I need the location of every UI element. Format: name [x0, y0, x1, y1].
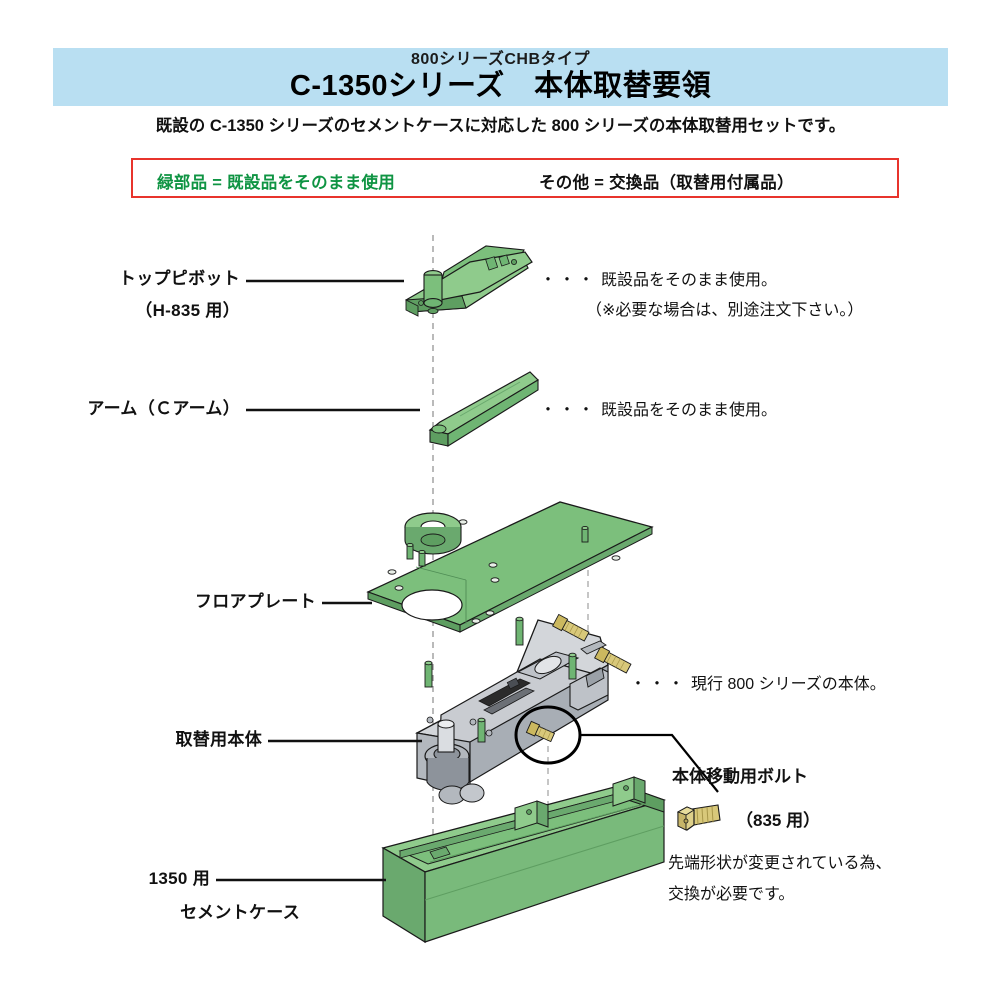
legend-box: 緑部品 = 既設品をそのまま使用 その他 = 交換品（取替用付属品） [131, 158, 899, 198]
callout-body-line2: 交換が必要です。 [668, 886, 795, 903]
callout-body-line1: 先端形状が変更されている為、 [668, 855, 892, 872]
note-dots-top-pivot: ・・・ [540, 272, 598, 289]
small-parts-group [438, 640, 607, 805]
callout-title-moving-bolt: 本体移動用ボルト [672, 767, 808, 786]
part-floor-plate-art [366, 501, 654, 633]
header-lead-text: 既設の C-1350 シリーズのセメントケースに対応した 800 シリーズの本体… [155, 117, 846, 135]
label-floor-plate: フロアプレート [194, 592, 316, 611]
note-dots-body: ・・・ [630, 676, 688, 693]
note-body-line1: ・・・現行 800 シリーズの本体。 [630, 672, 886, 698]
header-band: 800シリーズCHBタイプ C-1350シリーズ 本体取替要領 [53, 48, 948, 106]
label-top-pivot-line2: （H-835 用） [135, 301, 240, 320]
note-top-pivot-text1: 既設品をそのまま使用。 [601, 272, 778, 289]
label-replacement-body: 取替用本体 [175, 730, 262, 749]
callout-subtitle-835: （835 用） [736, 811, 821, 830]
label-cement-case-line2: セメントケース [180, 903, 300, 922]
callout-body-text: 先端形状が変更されている為、 交換が必要です。 [668, 848, 968, 910]
highlighted-moving-bolt [525, 720, 556, 743]
green-screws-body [424, 616, 577, 743]
green-screws-upper [406, 525, 589, 567]
moving-bolt-icon [676, 804, 721, 831]
label-cement-case-line1: 1350 用 [148, 869, 210, 888]
bolt-highlight-circle [514, 705, 582, 765]
part-top-pivot-art [405, 245, 533, 317]
part-ring-washer-art [404, 512, 462, 555]
brass-bolts-right [552, 613, 632, 674]
part-cement-case-art [381, 776, 667, 944]
note-dots-arm: ・・・ [540, 402, 598, 419]
note-arm-text1: 既設品をそのまま使用。 [601, 402, 778, 419]
page-title: C-1350シリーズ 本体取替要領 [289, 70, 712, 102]
legend-green-text: 緑部品 = 既設品をそのまま使用 [157, 174, 396, 192]
legend-other-text: その他 = 交換品（取替用付属品） [539, 174, 794, 192]
part-arm-art [428, 371, 539, 447]
header-subtitle: 800シリーズCHBタイプ [410, 51, 591, 68]
note-top-pivot-line2: （※必要な場合は、別途注文下さい。） [586, 302, 864, 319]
note-arm-line1: ・・・既設品をそのまま使用。 [540, 398, 777, 424]
label-top-pivot-line1: トップピボット [118, 269, 240, 288]
note-body-text1: 現行 800 シリーズの本体。 [691, 676, 886, 693]
label-arm: アーム（Ｃアーム） [87, 399, 240, 418]
note-top-pivot-line1: ・・・既設品をそのまま使用。 [540, 268, 777, 294]
